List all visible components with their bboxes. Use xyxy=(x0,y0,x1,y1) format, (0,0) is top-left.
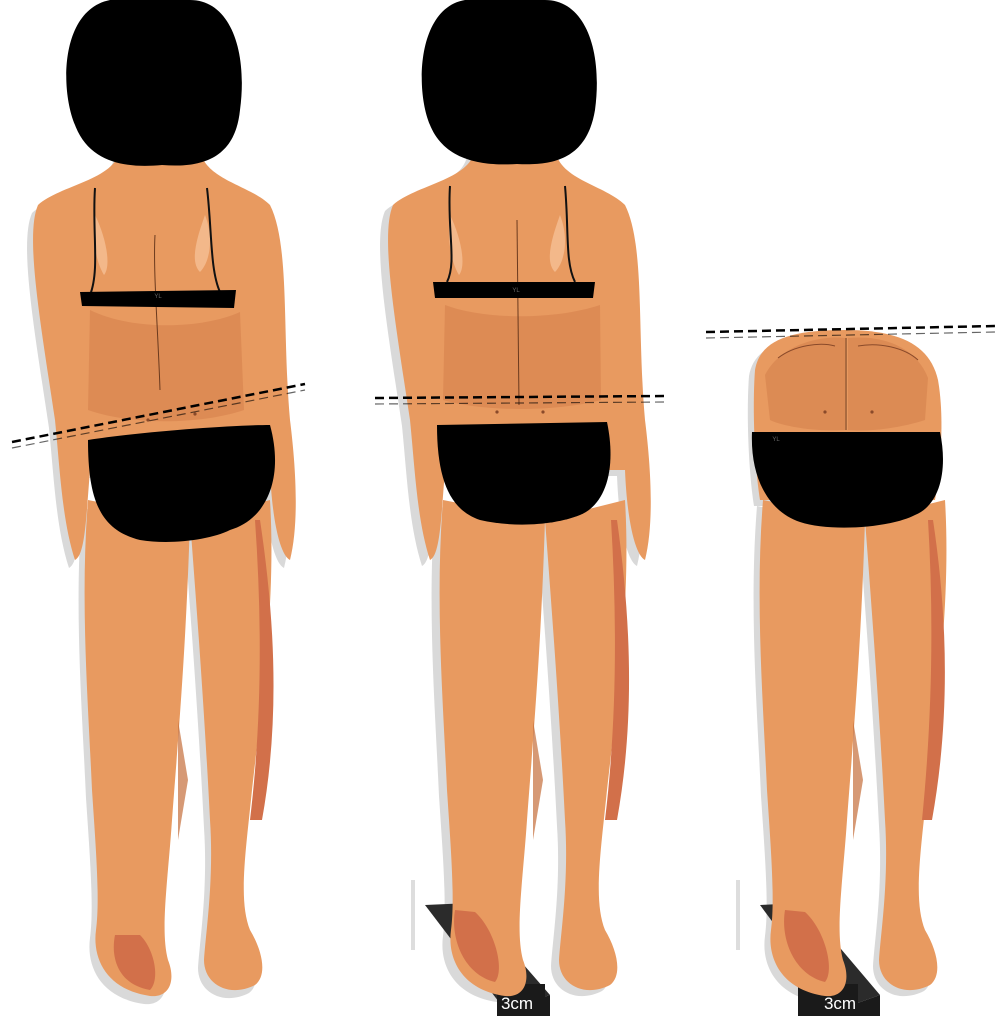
right-dimple xyxy=(541,410,544,413)
left-dimple xyxy=(495,410,498,413)
right-dimple xyxy=(870,410,873,413)
bra-label: YL xyxy=(512,288,520,294)
calf-shading xyxy=(853,720,863,840)
calf-shading xyxy=(178,720,188,840)
lift-height-label: 3cm xyxy=(824,994,856,1013)
brief-label: YL xyxy=(772,437,780,443)
waist-shading xyxy=(443,305,601,409)
left-dimple xyxy=(146,418,149,421)
waist-shading xyxy=(88,310,244,421)
left-dimple xyxy=(823,410,826,413)
lift-height-label: 3cm xyxy=(501,994,533,1013)
body-silhouette xyxy=(388,150,651,996)
figure-standing: YL xyxy=(12,0,305,1004)
hair xyxy=(66,0,242,166)
figure-forward-bend: YL 3cm xyxy=(706,326,995,1016)
right-dimple xyxy=(193,412,196,415)
brief xyxy=(437,422,611,525)
hair xyxy=(422,0,597,164)
figure-with-lift: YL 3cm xyxy=(375,0,665,1016)
calf-shading xyxy=(533,720,543,840)
body-silhouette xyxy=(33,150,296,996)
bra-label: YL xyxy=(154,294,162,300)
